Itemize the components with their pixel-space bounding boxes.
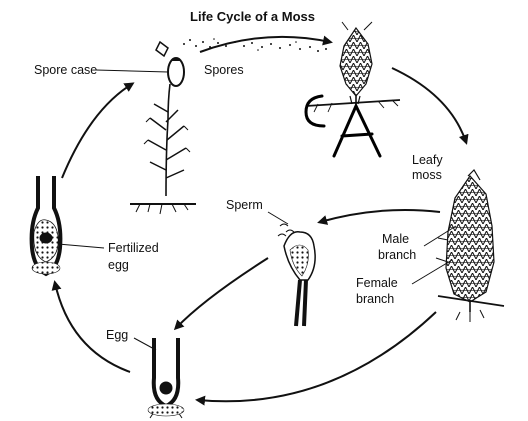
- arrow-branch-to-egg: [195, 311, 437, 406]
- egg-archegonium: [147, 338, 185, 419]
- label-spores: Spores: [204, 63, 244, 77]
- leader-male-branch: [423, 225, 457, 247]
- diagram-title: Life Cycle of a Moss: [190, 9, 315, 24]
- label-leaders: [57, 69, 457, 351]
- leader-female-branch: [411, 259, 453, 285]
- label-female-branch-line1: Female: [356, 276, 398, 290]
- label-sperm: Sperm: [226, 198, 263, 212]
- label-fertilized-egg-line1: Fertilized: [108, 241, 159, 255]
- leafy-moss-plant: [435, 169, 505, 322]
- arrow-sperm-to-egg: [173, 257, 269, 331]
- label-male-branch-line2: branch: [378, 248, 417, 262]
- arrow-egg-to-fertilized: [51, 280, 131, 373]
- leader-spore-case: [95, 69, 169, 73]
- label-spore-case: Spore case: [34, 63, 98, 77]
- fertilized-egg-structure: [29, 176, 63, 277]
- label-female-branch-line2: branch: [356, 292, 395, 306]
- label-egg: Egg: [106, 328, 129, 342]
- arrow-fertilized-to-sporophyte: [61, 82, 135, 179]
- label-fertilized-egg-line2: egg: [108, 258, 129, 272]
- arrow-spores-to-moss: [199, 35, 333, 53]
- label-leafy-moss-line1: Leafy: [412, 153, 443, 167]
- spores-spray: [183, 38, 327, 52]
- label-leafy-moss-line2: moss: [412, 168, 442, 182]
- handwritten-mark: [304, 94, 382, 158]
- leader-fertilized-egg: [57, 243, 105, 249]
- moss-plant-top: [305, 21, 401, 113]
- arrow-leafy-to-sperm: [317, 209, 441, 225]
- cycle-arrows: [51, 35, 469, 406]
- sporophyte-plant: [130, 40, 196, 215]
- arrow-moss-to-leafy: [391, 67, 469, 145]
- leader-sperm: [267, 211, 289, 225]
- male-branch-antheridium: [277, 223, 316, 327]
- label-male-branch-line1: Male: [382, 232, 410, 246]
